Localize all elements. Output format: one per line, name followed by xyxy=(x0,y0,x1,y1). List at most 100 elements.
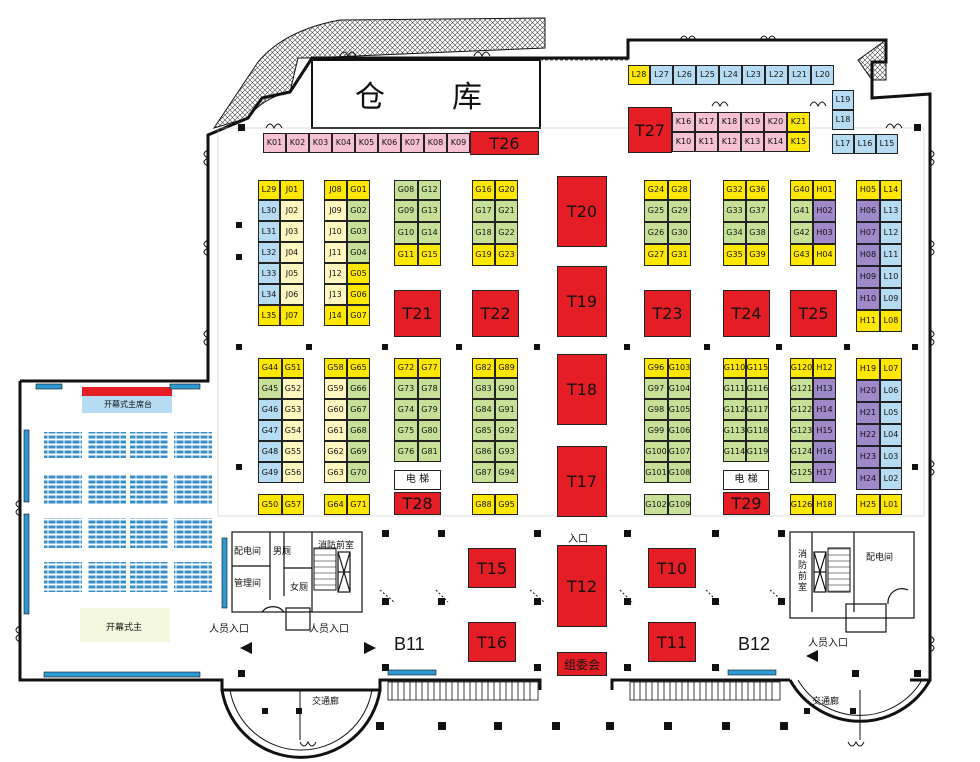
booth-k15[interactable]: K15 xyxy=(787,132,810,152)
booth-g105[interactable]: G105 xyxy=(668,399,691,420)
booth-g12[interactable]: G12 xyxy=(418,180,441,200)
booth-g70[interactable]: G70 xyxy=(347,462,370,483)
booth-g77[interactable]: G77 xyxy=(418,358,441,378)
booth-k16[interactable]: K16 xyxy=(672,112,695,132)
booth-g23[interactable]: G23 xyxy=(495,244,518,266)
booth-j09[interactable]: J09 xyxy=(324,200,347,221)
booth-g97[interactable]: G97 xyxy=(644,378,668,399)
booth-l08[interactable]: L08 xyxy=(880,310,902,332)
booth-g81[interactable]: G81 xyxy=(418,441,441,462)
booth-k07[interactable]: K07 xyxy=(401,133,424,153)
booth-g116[interactable]: G116 xyxy=(746,378,769,399)
booth-l10[interactable]: L10 xyxy=(880,266,902,288)
booth-g109[interactable]: G109 xyxy=(668,494,691,515)
booth-j04[interactable]: J04 xyxy=(280,242,304,263)
booth-g24[interactable]: G24 xyxy=(644,180,668,200)
booth-g17[interactable]: G17 xyxy=(472,200,495,222)
booth-g01[interactable]: G01 xyxy=(347,180,370,200)
booth-g14[interactable]: G14 xyxy=(418,222,441,244)
booth-k17[interactable]: K17 xyxy=(695,112,718,132)
booth-h03[interactable]: H03 xyxy=(813,222,836,244)
booth-g44[interactable]: G44 xyxy=(258,358,282,378)
booth-j11[interactable]: J11 xyxy=(324,242,347,263)
booth-g29[interactable]: G29 xyxy=(668,200,691,222)
booth-g121[interactable]: G121 xyxy=(790,378,813,399)
booth-k02[interactable]: K02 xyxy=(286,133,309,153)
booth-k05[interactable]: K05 xyxy=(355,133,378,153)
booth-t19[interactable]: T19 xyxy=(557,266,607,337)
booth-g74[interactable]: G74 xyxy=(394,399,418,420)
booth-t22[interactable]: T22 xyxy=(472,290,519,337)
booth-g51[interactable]: G51 xyxy=(282,358,304,378)
booth-g82[interactable]: G82 xyxy=(472,358,495,378)
booth-g72[interactable]: G72 xyxy=(394,358,418,378)
booth-g32[interactable]: G32 xyxy=(723,180,746,200)
booth-j06[interactable]: J06 xyxy=(280,284,304,305)
booth-j13[interactable]: J13 xyxy=(324,284,347,305)
booth-g106[interactable]: G106 xyxy=(668,420,691,441)
booth-g89[interactable]: G89 xyxy=(495,358,518,378)
booth-j01[interactable]: J01 xyxy=(280,180,304,200)
booth-j12[interactable]: J12 xyxy=(324,263,347,284)
booth-g07[interactable]: G07 xyxy=(347,305,370,326)
booth-l02[interactable]: L02 xyxy=(880,468,902,490)
booth-j05[interactable]: J05 xyxy=(280,263,304,284)
booth-g115[interactable]: G115 xyxy=(746,358,769,378)
booth-g76[interactable]: G76 xyxy=(394,441,418,462)
booth-g03[interactable]: G03 xyxy=(347,221,370,242)
committee-booth[interactable]: 组委会 xyxy=(557,652,607,676)
booth-g60[interactable]: G60 xyxy=(324,399,347,420)
booth-g107[interactable]: G107 xyxy=(668,441,691,462)
booth-g08[interactable]: G08 xyxy=(394,180,418,200)
booth-t28[interactable]: T28 xyxy=(394,492,441,515)
booth-g55[interactable]: G55 xyxy=(282,441,304,462)
booth-h22[interactable]: H22 xyxy=(856,424,880,446)
booth-g112[interactable]: G112 xyxy=(723,399,746,420)
booth-g63[interactable]: G63 xyxy=(324,462,347,483)
booth-g09[interactable]: G09 xyxy=(394,200,418,222)
booth-t29[interactable]: T29 xyxy=(723,492,770,515)
booth-h23[interactable]: H23 xyxy=(856,446,880,468)
booth-g91[interactable]: G91 xyxy=(495,399,518,420)
booth-g59[interactable]: G59 xyxy=(324,378,347,399)
booth-t26[interactable]: T26 xyxy=(470,131,539,155)
booth-g67[interactable]: G67 xyxy=(347,399,370,420)
booth-l28[interactable]: L28 xyxy=(628,65,650,85)
booth-g87[interactable]: G87 xyxy=(472,462,495,483)
booth-h15[interactable]: H15 xyxy=(813,420,836,441)
booth-l33[interactable]: L33 xyxy=(258,263,280,284)
booth-h10[interactable]: H10 xyxy=(856,288,880,310)
booth-t12[interactable]: T12 xyxy=(557,545,607,627)
booth-g96[interactable]: G96 xyxy=(644,358,668,378)
booth-l24[interactable]: L24 xyxy=(719,65,742,85)
booth-g68[interactable]: G68 xyxy=(347,420,370,441)
booth-g52[interactable]: G52 xyxy=(282,378,304,399)
booth-l19[interactable]: L19 xyxy=(832,90,854,110)
booth-l01[interactable]: L01 xyxy=(880,494,902,515)
booth-g108[interactable]: G108 xyxy=(668,462,691,483)
booth-t27[interactable]: T27 xyxy=(628,107,672,153)
booth-g16[interactable]: G16 xyxy=(472,180,495,200)
booth-g19[interactable]: G19 xyxy=(472,244,495,266)
booth-t20[interactable]: T20 xyxy=(557,176,607,247)
booth-g92[interactable]: G92 xyxy=(495,420,518,441)
booth-h07[interactable]: H07 xyxy=(856,222,880,244)
booth-g114[interactable]: G114 xyxy=(723,441,746,462)
booth-h21[interactable]: H21 xyxy=(856,402,880,424)
booth-h01[interactable]: H01 xyxy=(813,180,836,200)
booth-k11[interactable]: K11 xyxy=(695,132,718,152)
booth-k13[interactable]: K13 xyxy=(741,132,764,152)
booth-g65[interactable]: G65 xyxy=(347,358,370,378)
booth-g47[interactable]: G47 xyxy=(258,420,282,441)
booth-g73[interactable]: G73 xyxy=(394,378,418,399)
booth-g25[interactable]: G25 xyxy=(644,200,668,222)
booth-g71[interactable]: G71 xyxy=(347,494,370,515)
booth-h17[interactable]: H17 xyxy=(813,462,836,483)
booth-h18[interactable]: H18 xyxy=(813,494,836,515)
booth-l07[interactable]: L07 xyxy=(880,358,902,380)
booth-g95[interactable]: G95 xyxy=(495,494,518,515)
booth-h05[interactable]: H05 xyxy=(856,180,880,200)
booth-h13[interactable]: H13 xyxy=(813,378,836,399)
booth-g33[interactable]: G33 xyxy=(723,200,746,222)
booth-g66[interactable]: G66 xyxy=(347,378,370,399)
